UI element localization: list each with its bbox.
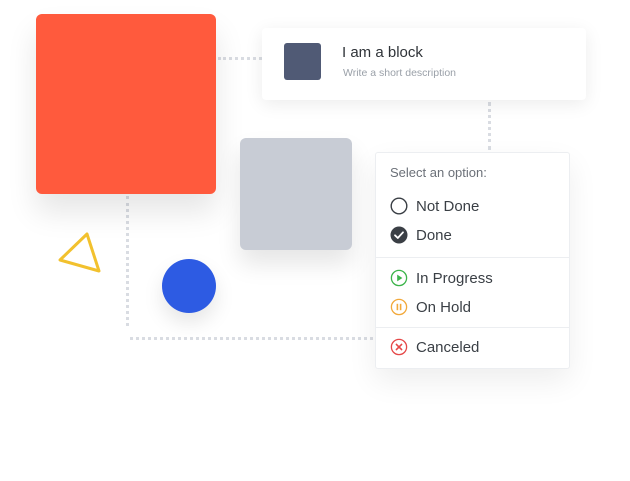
option-label: Canceled xyxy=(416,338,480,356)
connector-bottom xyxy=(130,337,373,340)
block-thumbnail xyxy=(284,43,321,80)
x-circle-icon xyxy=(390,338,408,356)
play-circle-icon xyxy=(390,269,408,287)
option-in-progress[interactable]: In Progress xyxy=(390,268,493,288)
status-option-menu: Select an option: Not Done Done In Progr… xyxy=(375,152,570,369)
option-canceled[interactable]: Canceled xyxy=(390,337,479,357)
blue-circle-shape[interactable] xyxy=(162,259,216,313)
empty-circle-icon xyxy=(390,197,408,215)
triangle-path xyxy=(58,232,101,273)
option-label: Done xyxy=(416,226,452,244)
check-circle-icon xyxy=(390,226,408,244)
gray-square-shape[interactable] xyxy=(240,138,352,250)
option-label: On Hold xyxy=(416,298,472,316)
connector-top xyxy=(218,57,262,60)
option-not-done[interactable]: Not Done xyxy=(390,196,479,216)
red-square-shape[interactable] xyxy=(36,14,216,194)
pause-circle-icon xyxy=(390,298,408,316)
connector-left-vertical xyxy=(126,196,129,326)
menu-header: Select an option: xyxy=(390,165,487,180)
option-label: Not Done xyxy=(416,197,480,215)
connector-card-to-menu xyxy=(488,102,491,150)
menu-divider xyxy=(376,257,569,258)
option-done[interactable]: Done xyxy=(390,225,452,245)
block-card[interactable]: I am a block Write a short description xyxy=(262,28,586,100)
option-label: In Progress xyxy=(416,269,493,287)
option-on-hold[interactable]: On Hold xyxy=(390,297,471,317)
block-description: Write a short description xyxy=(343,67,457,79)
menu-divider xyxy=(376,327,569,328)
block-title: I am a block xyxy=(342,44,423,61)
triangle-outline-shape[interactable] xyxy=(56,228,104,276)
